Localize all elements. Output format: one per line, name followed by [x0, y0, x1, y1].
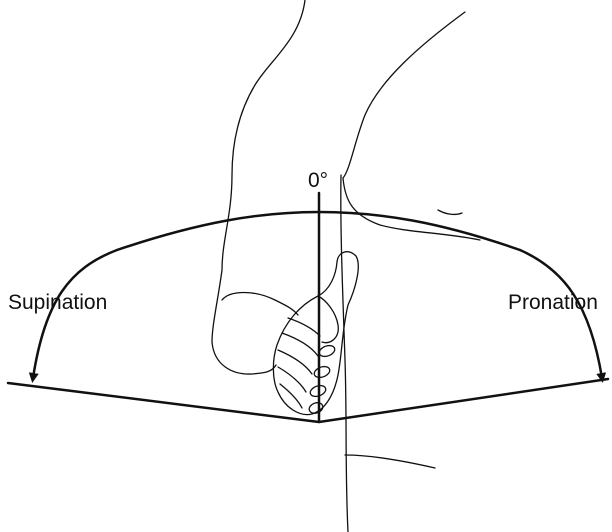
supination-label: Supination: [8, 292, 107, 313]
thumb: [318, 296, 338, 343]
pronation-arrow: [520, 250, 602, 378]
torso-side-line: [341, 175, 348, 532]
forearm-outline: [212, 342, 276, 374]
pronation-label: Pronation: [508, 292, 598, 313]
supination-arrow: [33, 250, 117, 378]
upper-arm-outline: [212, 0, 305, 342]
arm-illustration: [212, 0, 480, 532]
torso-outline: [343, 12, 465, 178]
zero-degree-label: 0°: [308, 170, 328, 191]
pronation-baseline: [319, 379, 608, 422]
supination-baseline: [8, 383, 319, 422]
